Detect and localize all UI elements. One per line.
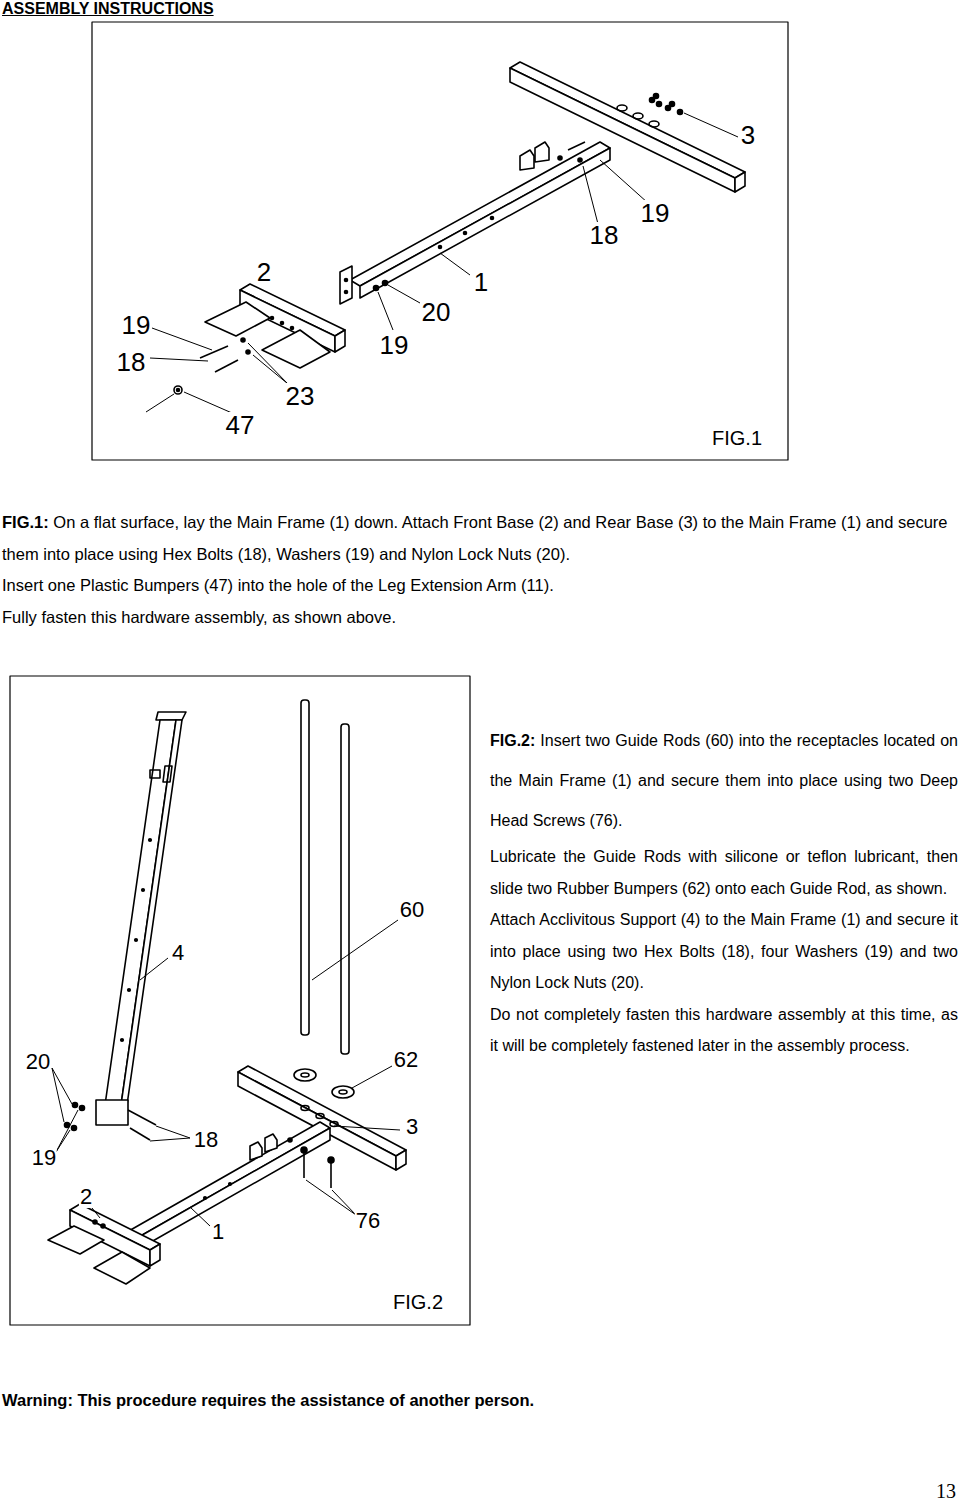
figure-label: FIG.1 xyxy=(711,428,763,448)
figure-frame xyxy=(92,22,788,460)
callout-number: 62 xyxy=(393,1049,419,1071)
callout-number: 2 xyxy=(256,259,272,285)
callout-number: 20 xyxy=(421,299,452,325)
callout-number: 19 xyxy=(121,312,152,338)
front-base xyxy=(48,1204,160,1284)
callout-number: 76 xyxy=(355,1210,381,1232)
step-heading: FIG.2: xyxy=(490,732,535,749)
step-heading: FIG.1: xyxy=(2,513,49,531)
callout-number: 23 xyxy=(285,383,316,409)
main-frame xyxy=(340,142,610,304)
callout-number: 18 xyxy=(193,1129,219,1151)
main-frame xyxy=(120,1122,334,1254)
callout-number: 47 xyxy=(225,412,256,438)
callout-number: 19 xyxy=(379,332,410,358)
step-text: On a flat surface, lay the Main Frame (1… xyxy=(2,513,948,563)
step-text: Insert two Guide Rods (60) into the rece… xyxy=(490,732,958,829)
step-text: Insert one Plastic Bumpers (47) into the… xyxy=(2,576,554,594)
guide-rods xyxy=(294,700,354,1098)
step-text: Attach Acclivitous Support (4) to the Ma… xyxy=(490,911,958,991)
front-base xyxy=(174,284,345,394)
step-text: Fully fasten this hardware assembly, as … xyxy=(2,608,396,626)
step-text: Do not completely fasten this hardware a… xyxy=(490,1006,958,1055)
paragraph: Insert one Plastic Bumpers (47) into the… xyxy=(2,570,958,602)
step-text: Lubricate the Guide Rods with silicone o… xyxy=(490,848,958,897)
callout-number: 1 xyxy=(473,269,489,295)
page-number: 13 xyxy=(936,1480,956,1502)
callout-number: 18 xyxy=(116,349,147,375)
instruction-text: FIG.2: Insert two Guide Rods (60) into t… xyxy=(490,721,958,1062)
leader-lines xyxy=(146,113,738,413)
callout-number: 19 xyxy=(31,1147,57,1169)
instruction-text: Warning: This procedure requires the ass… xyxy=(2,1389,958,1411)
figure-frame xyxy=(10,676,470,1325)
figure-label: FIG.2 xyxy=(392,1292,444,1312)
callout-number: 3 xyxy=(740,122,756,148)
paragraph: Fully fasten this hardware assembly, as … xyxy=(2,602,958,634)
callout-number: 1 xyxy=(211,1221,225,1243)
callout-number: 4 xyxy=(171,942,185,964)
callout-number: 20 xyxy=(25,1051,51,1073)
callout-number: 3 xyxy=(405,1116,419,1138)
paragraph: Warning: This procedure requires the ass… xyxy=(2,1389,958,1411)
paragraph: Do not completely fasten this hardware a… xyxy=(490,999,958,1062)
acclivitous-support xyxy=(65,712,187,1140)
page-heading: ASSEMBLY INSTRUCTIONS xyxy=(2,0,214,19)
paragraph: FIG.1: On a flat surface, lay the Main F… xyxy=(2,507,958,570)
callout-number: 60 xyxy=(399,899,425,921)
callout-number: 19 xyxy=(640,200,671,226)
callout-number: 18 xyxy=(589,222,620,248)
instruction-text: FIG.1: On a flat surface, lay the Main F… xyxy=(2,507,958,633)
callout-number: 2 xyxy=(79,1186,93,1208)
paragraph: Lubricate the Guide Rods with silicone o… xyxy=(490,841,958,904)
step-heading: Warning: This procedure requires the ass… xyxy=(2,1391,534,1409)
paragraph: FIG.2: Insert two Guide Rods (60) into t… xyxy=(490,721,958,841)
leader-lines xyxy=(52,920,400,1226)
paragraph: Attach Acclivitous Support (4) to the Ma… xyxy=(490,904,958,999)
